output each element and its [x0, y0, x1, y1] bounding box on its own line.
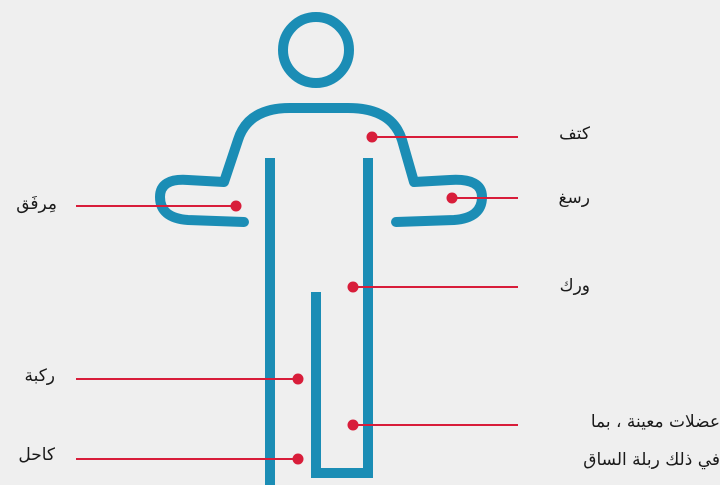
muscles-label-line-1: عضلات معينة ، بما — [525, 410, 720, 434]
head-outline — [283, 17, 349, 83]
elbow-label: مِرفَق — [0, 192, 57, 216]
muscles-label-line-2: في ذلك ربلة الساق — [525, 448, 720, 472]
shoulder-marker — [367, 132, 378, 143]
ankle-label: كاحل — [0, 443, 55, 467]
legs-outline — [270, 158, 368, 485]
elbow-marker — [231, 201, 242, 212]
upper-body-outline — [160, 108, 482, 222]
ankle-marker — [293, 454, 304, 465]
wrist-label: رسغ — [540, 186, 590, 210]
outer-legs-outline — [270, 158, 368, 485]
knee-marker — [293, 374, 304, 385]
muscles-marker — [348, 420, 359, 431]
shoulder-label: كتف — [540, 122, 590, 146]
wrist-marker — [447, 193, 458, 204]
knee-label: ركبة — [0, 364, 55, 388]
hip-marker — [348, 282, 359, 293]
human-outline — [160, 17, 482, 222]
leader-lines — [76, 137, 518, 459]
hip-label: ورك — [540, 274, 590, 298]
